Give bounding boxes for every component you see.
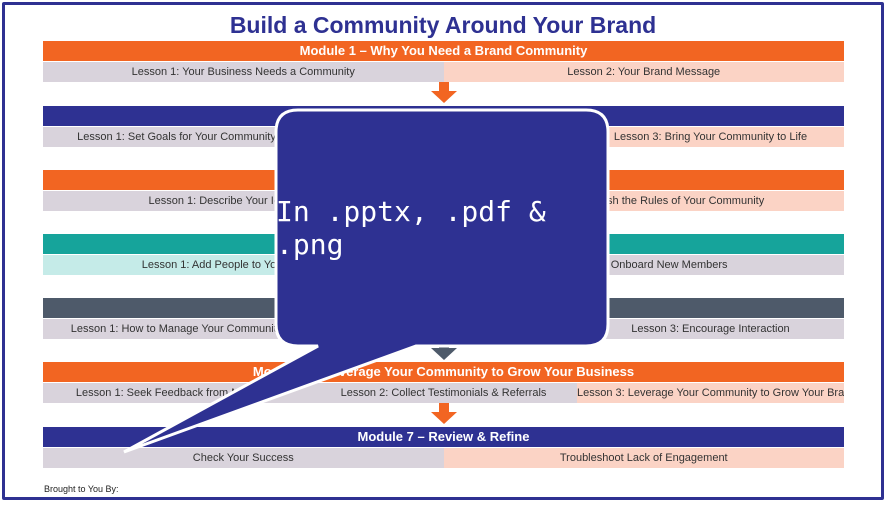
- down-arrow-icon: [431, 147, 457, 168]
- lesson-cell: Lesson 2: Create Content: [310, 319, 577, 339]
- lesson-cell: Lesson 1: Seek Feedback from Members: [43, 383, 310, 403]
- lesson-cell: Lesson 2: Your Brand Message: [443, 62, 844, 82]
- module-6-header: Module 6 – Leverage Your Community to Gr…: [43, 362, 844, 382]
- down-arrow-icon: [431, 211, 457, 232]
- lesson-cell: Lesson 2: Establish the Rules of Your Co…: [443, 191, 844, 211]
- lesson-cell: Troubleshoot Lack of Engagement: [443, 448, 844, 468]
- down-arrow-icon: [431, 275, 457, 296]
- down-arrow-icon: [431, 339, 457, 360]
- lesson-cell: Lesson 2: Choose a Platform: [310, 127, 577, 147]
- lesson-cell: Lesson 1: Describe Your Ideal Member: [43, 191, 444, 211]
- module-1-header: Module 1 – Why You Need a Brand Communit…: [43, 41, 844, 61]
- lesson-cell: Lesson 3: Leverage Your Community to Gro…: [577, 383, 844, 403]
- module-1-lessons: Lesson 1: Your Business Needs a Communit…: [43, 62, 844, 82]
- module-4-header: Module 4 – Grow Your Community: [43, 234, 844, 254]
- lesson-cell: Lesson 1: How to Manage Your Community: [43, 319, 310, 339]
- module-2-header: Module 2 – Build Your Brand Community: [43, 106, 844, 126]
- lesson-cell: Lesson 1: Add People to Your Community: [43, 255, 444, 275]
- lesson-cell: Lesson 3: Encourage Interaction: [577, 319, 844, 339]
- footer-credit: Brought to You By:: [44, 484, 119, 494]
- module-7-header: Module 7 – Review & Refine: [43, 427, 844, 447]
- lesson-cell: Lesson 1: Set Goals for Your Community: [43, 127, 310, 147]
- lesson-cell: Check Your Success: [43, 448, 444, 468]
- lesson-cell: Lesson 1: Your Business Needs a Communit…: [43, 62, 444, 82]
- page-title: Build a Community Around Your Brand: [229, 12, 657, 38]
- module-3-header: Module 3 – Define Your Community: [43, 170, 844, 190]
- lesson-cell: Lesson 2: Onboard New Members: [443, 255, 844, 275]
- down-arrow-icon: [431, 403, 457, 424]
- module-5-header: Module 5 – Engage & Manage Your Communit…: [43, 298, 844, 318]
- lesson-cell: Lesson 2: Collect Testimonials & Referra…: [310, 383, 577, 403]
- lesson-cell: Lesson 3: Bring Your Community to Life: [577, 127, 844, 147]
- down-arrow-icon: [431, 82, 457, 103]
